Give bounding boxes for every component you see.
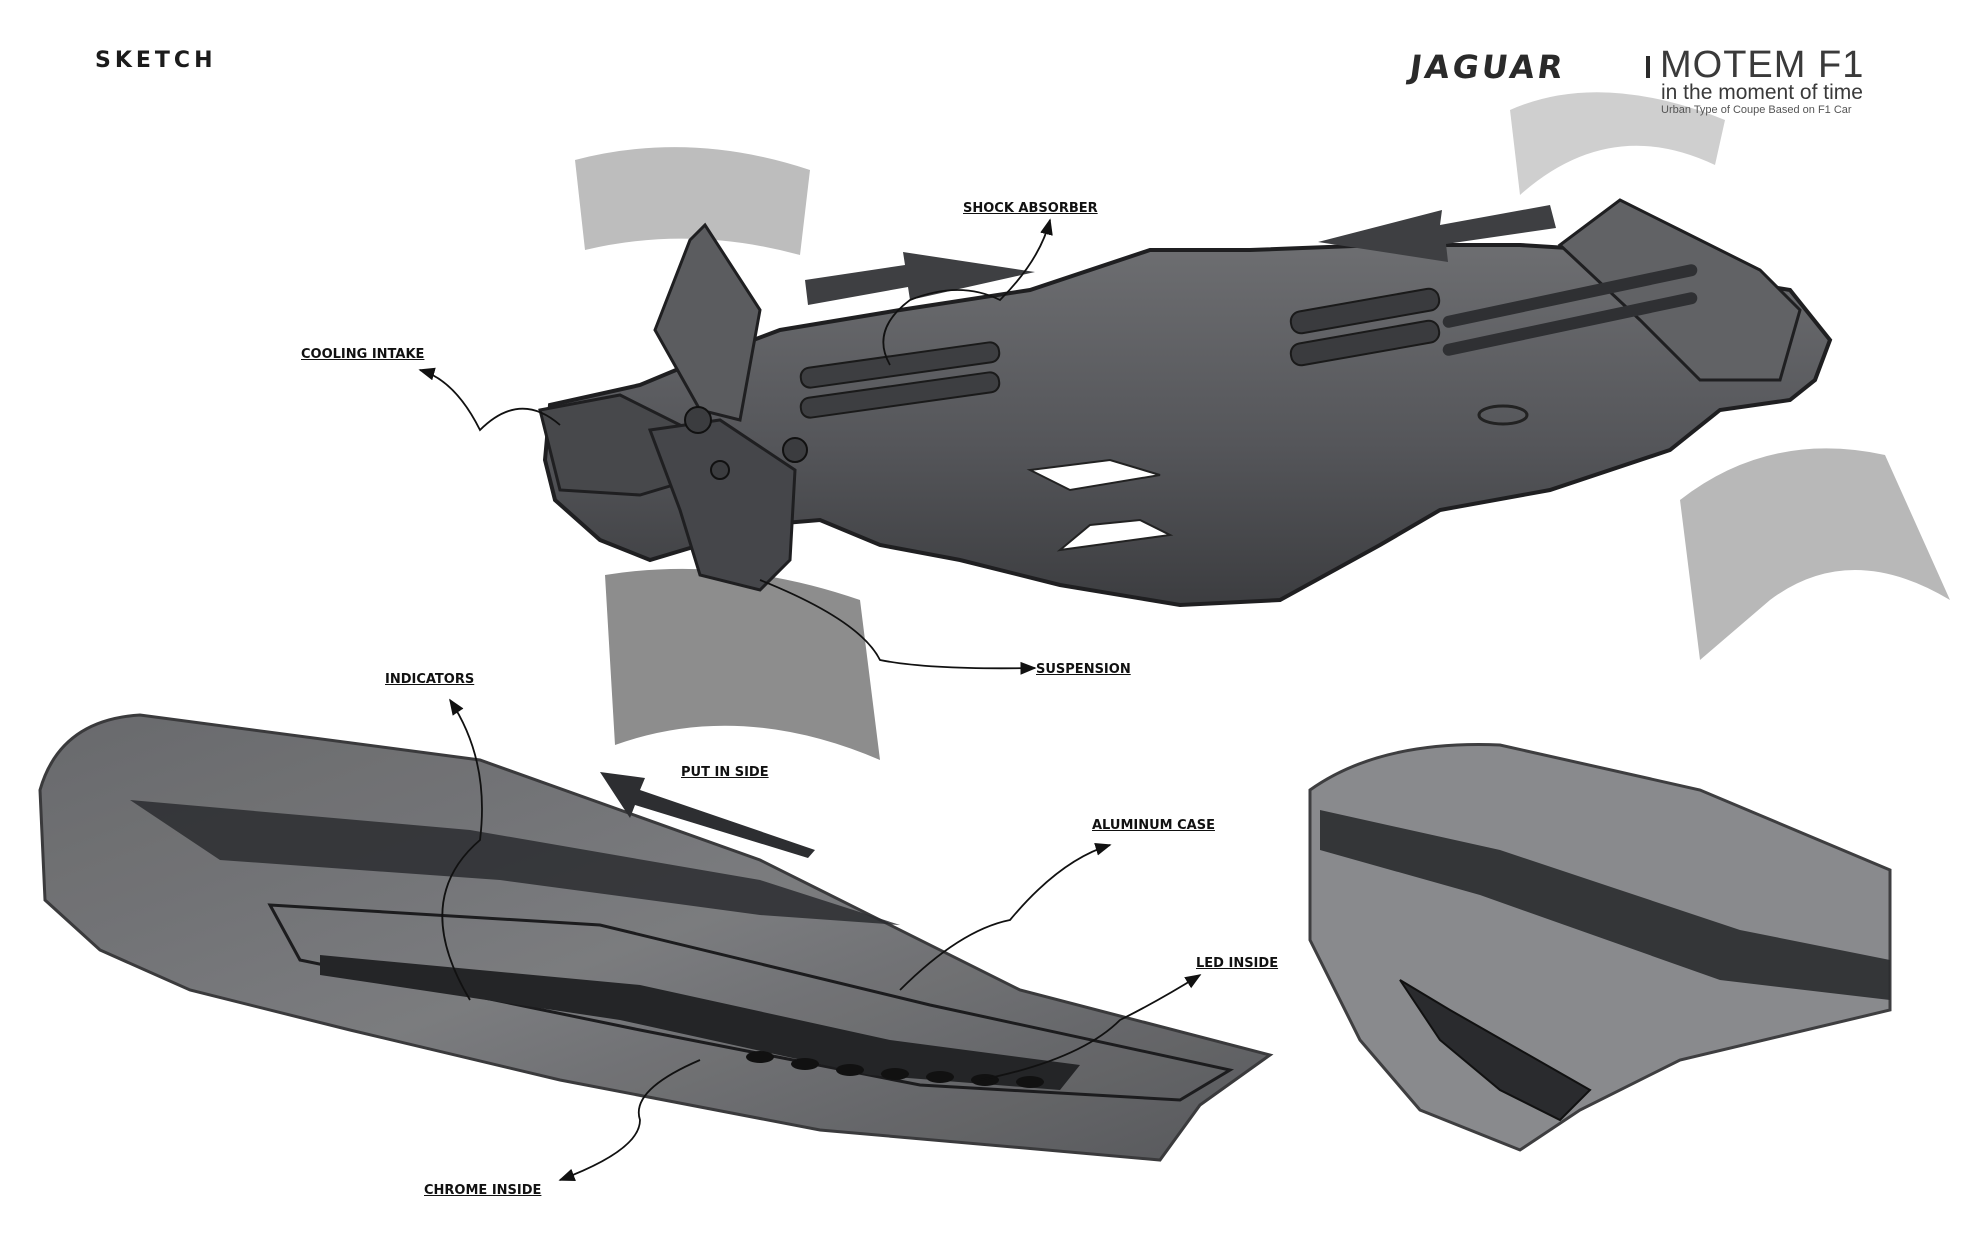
brand-model-name: MOTEM F1 xyxy=(1660,44,1865,86)
wheel-rear-top xyxy=(1510,92,1725,195)
shock-absorber-units xyxy=(799,264,1698,419)
leader-cooling-intake xyxy=(418,367,561,432)
led-strip xyxy=(320,955,1080,1090)
front-upright-bottom xyxy=(647,418,797,592)
callout-chrome-inside: CHROME INSIDE xyxy=(424,1183,542,1198)
callout-cooling-intake: COOLING INTAKE xyxy=(301,347,425,362)
chassis-sketch xyxy=(538,92,1950,760)
wheel-front-bottom xyxy=(605,568,880,760)
leader-lines xyxy=(418,218,1202,1181)
brand-separator xyxy=(1646,56,1650,78)
callout-put-in-side: PUT IN SIDE xyxy=(681,765,769,780)
callout-led-inside: LED INSIDE xyxy=(1196,956,1279,971)
front-upright-top xyxy=(653,222,762,422)
rear-ring xyxy=(1477,404,1529,426)
wheel-front-top xyxy=(575,147,810,255)
rear-frame xyxy=(1557,198,1802,382)
headlamp-sketch xyxy=(38,713,1274,1162)
leader-shock-absorber xyxy=(882,218,1053,366)
joint-2 xyxy=(782,437,808,463)
wheel-rear-right xyxy=(1680,448,1950,660)
detail-lens xyxy=(1399,979,1592,1122)
callout-shock-absorber: SHOCK ABSORBER xyxy=(963,201,1098,216)
side-cutout-b xyxy=(1056,518,1174,552)
callout-aluminum-case: ALUMINUM CASE xyxy=(1092,818,1215,833)
detail-top-band xyxy=(1320,810,1890,1000)
led-cells xyxy=(746,1051,1044,1088)
motion-arrow-rear xyxy=(1318,205,1556,262)
leader-led-inside xyxy=(979,974,1202,1081)
leader-chrome-inside xyxy=(558,1059,701,1181)
callout-suspension: SUSPENSION xyxy=(1036,662,1131,677)
brand-lockup: JAGUAR MOTEM F1 in the moment of time Ur… xyxy=(1407,44,1930,124)
callout-indicators: INDICATORS xyxy=(385,672,475,687)
side-cutout-a xyxy=(1026,458,1161,492)
put-in-side-arrow xyxy=(600,772,815,858)
motion-arrow-front xyxy=(805,252,1035,305)
brand-jaguar-wordmark: JAGUAR xyxy=(1407,48,1569,86)
leader-indicators xyxy=(441,698,483,1001)
headlamp-detail-sketch xyxy=(1308,743,1892,1152)
joint-3 xyxy=(710,460,730,480)
sketch-corner-label: SKETCH xyxy=(95,48,217,73)
leader-suspension xyxy=(759,579,1037,675)
leader-aluminum-case xyxy=(899,842,1112,991)
joint-1 xyxy=(684,406,712,434)
brand-subtitle: Urban Type of Coupe Based on F1 Car xyxy=(1661,104,1852,116)
brand-tagline: in the moment of time xyxy=(1661,81,1863,104)
headlamp-upper-band xyxy=(130,800,900,925)
